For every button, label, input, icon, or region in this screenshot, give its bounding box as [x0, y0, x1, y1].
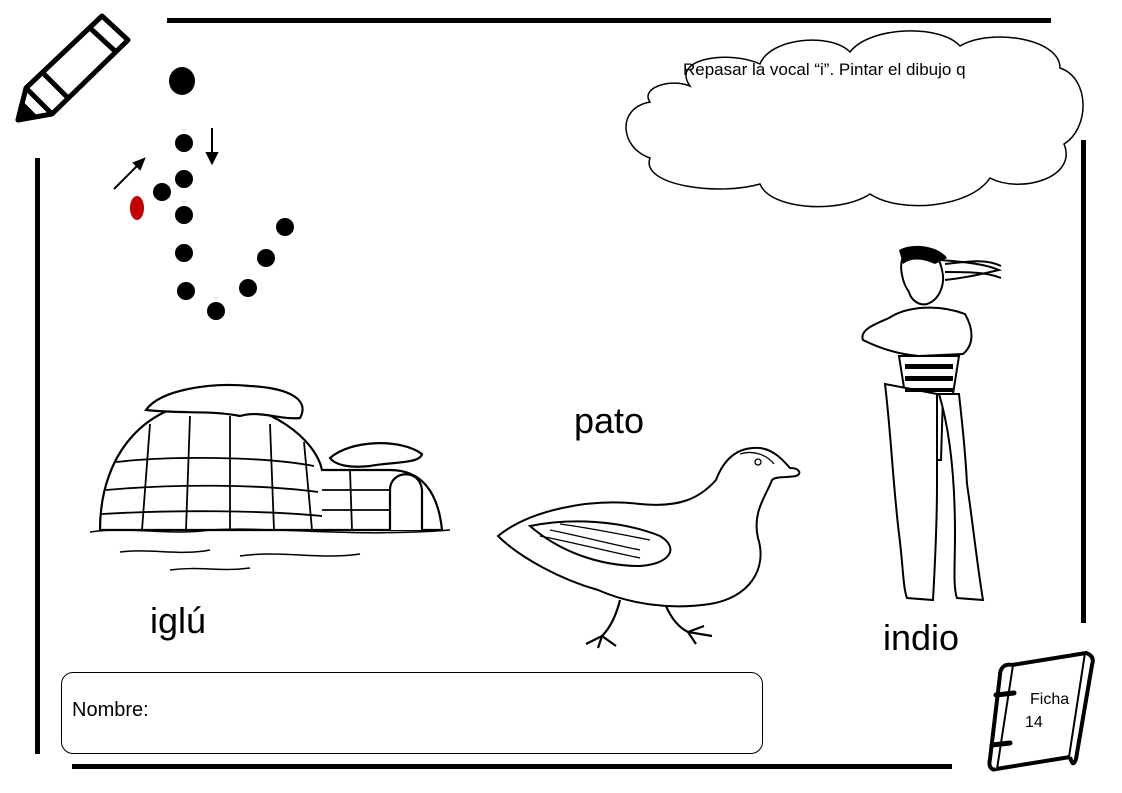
- trace-dot: [207, 302, 225, 320]
- word-pato: pato: [574, 400, 645, 441]
- name-label: Nombre:: [72, 699, 149, 721]
- trace-dot: [175, 134, 193, 152]
- book-icon: [987, 651, 1095, 772]
- pencil-icon: [15, 13, 131, 123]
- word-indio: indio: [883, 617, 960, 658]
- word-iglu: iglú: [150, 600, 207, 641]
- trace-dot: [153, 183, 171, 201]
- trace-dot: [175, 206, 193, 224]
- native-man-illustration: [861, 245, 1003, 602]
- right-border-line: [1081, 140, 1086, 623]
- duck-illustration: [496, 446, 801, 649]
- i-dot: [169, 67, 195, 95]
- trace-dot: [276, 218, 294, 236]
- bottom-border-line: [72, 764, 952, 769]
- instruction-text: Repasar la vocal “i”. Pintar el dibujo q: [683, 60, 966, 79]
- trace-dot: [239, 279, 257, 297]
- left-border-line: [35, 158, 40, 754]
- trace-dot: [175, 170, 193, 188]
- start-dot: [130, 196, 144, 220]
- ficha-label: Ficha: [1030, 691, 1070, 708]
- ficha-number: 14: [1025, 714, 1043, 731]
- letter-i-tracing: [113, 67, 294, 320]
- trace-dot: [177, 282, 195, 300]
- igloo-illustration: [90, 383, 451, 571]
- trace-dot: [257, 249, 275, 267]
- name-field[interactable]: Nombre:: [61, 672, 763, 754]
- trace-dot: [175, 244, 193, 262]
- top-border-line: [167, 18, 1051, 23]
- instruction-cloud: [625, 30, 1084, 208]
